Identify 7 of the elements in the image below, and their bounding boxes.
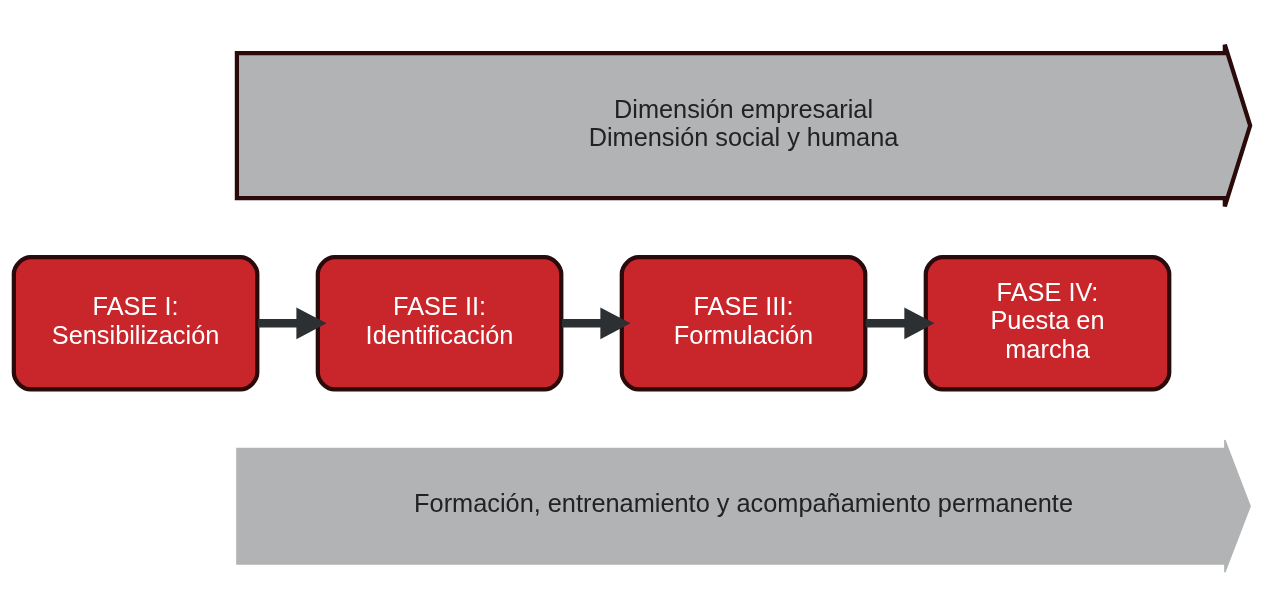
node-box: FASE I: Sensibilización <box>11 254 260 392</box>
node-box: FASE IV: Puesta en marcha <box>923 254 1172 392</box>
node-box: FASE III: Formulación <box>619 254 868 392</box>
node-box: FASE II: Identificación <box>315 254 564 392</box>
arrow <box>561 306 631 339</box>
arrow <box>257 306 327 339</box>
arrow <box>865 306 935 339</box>
